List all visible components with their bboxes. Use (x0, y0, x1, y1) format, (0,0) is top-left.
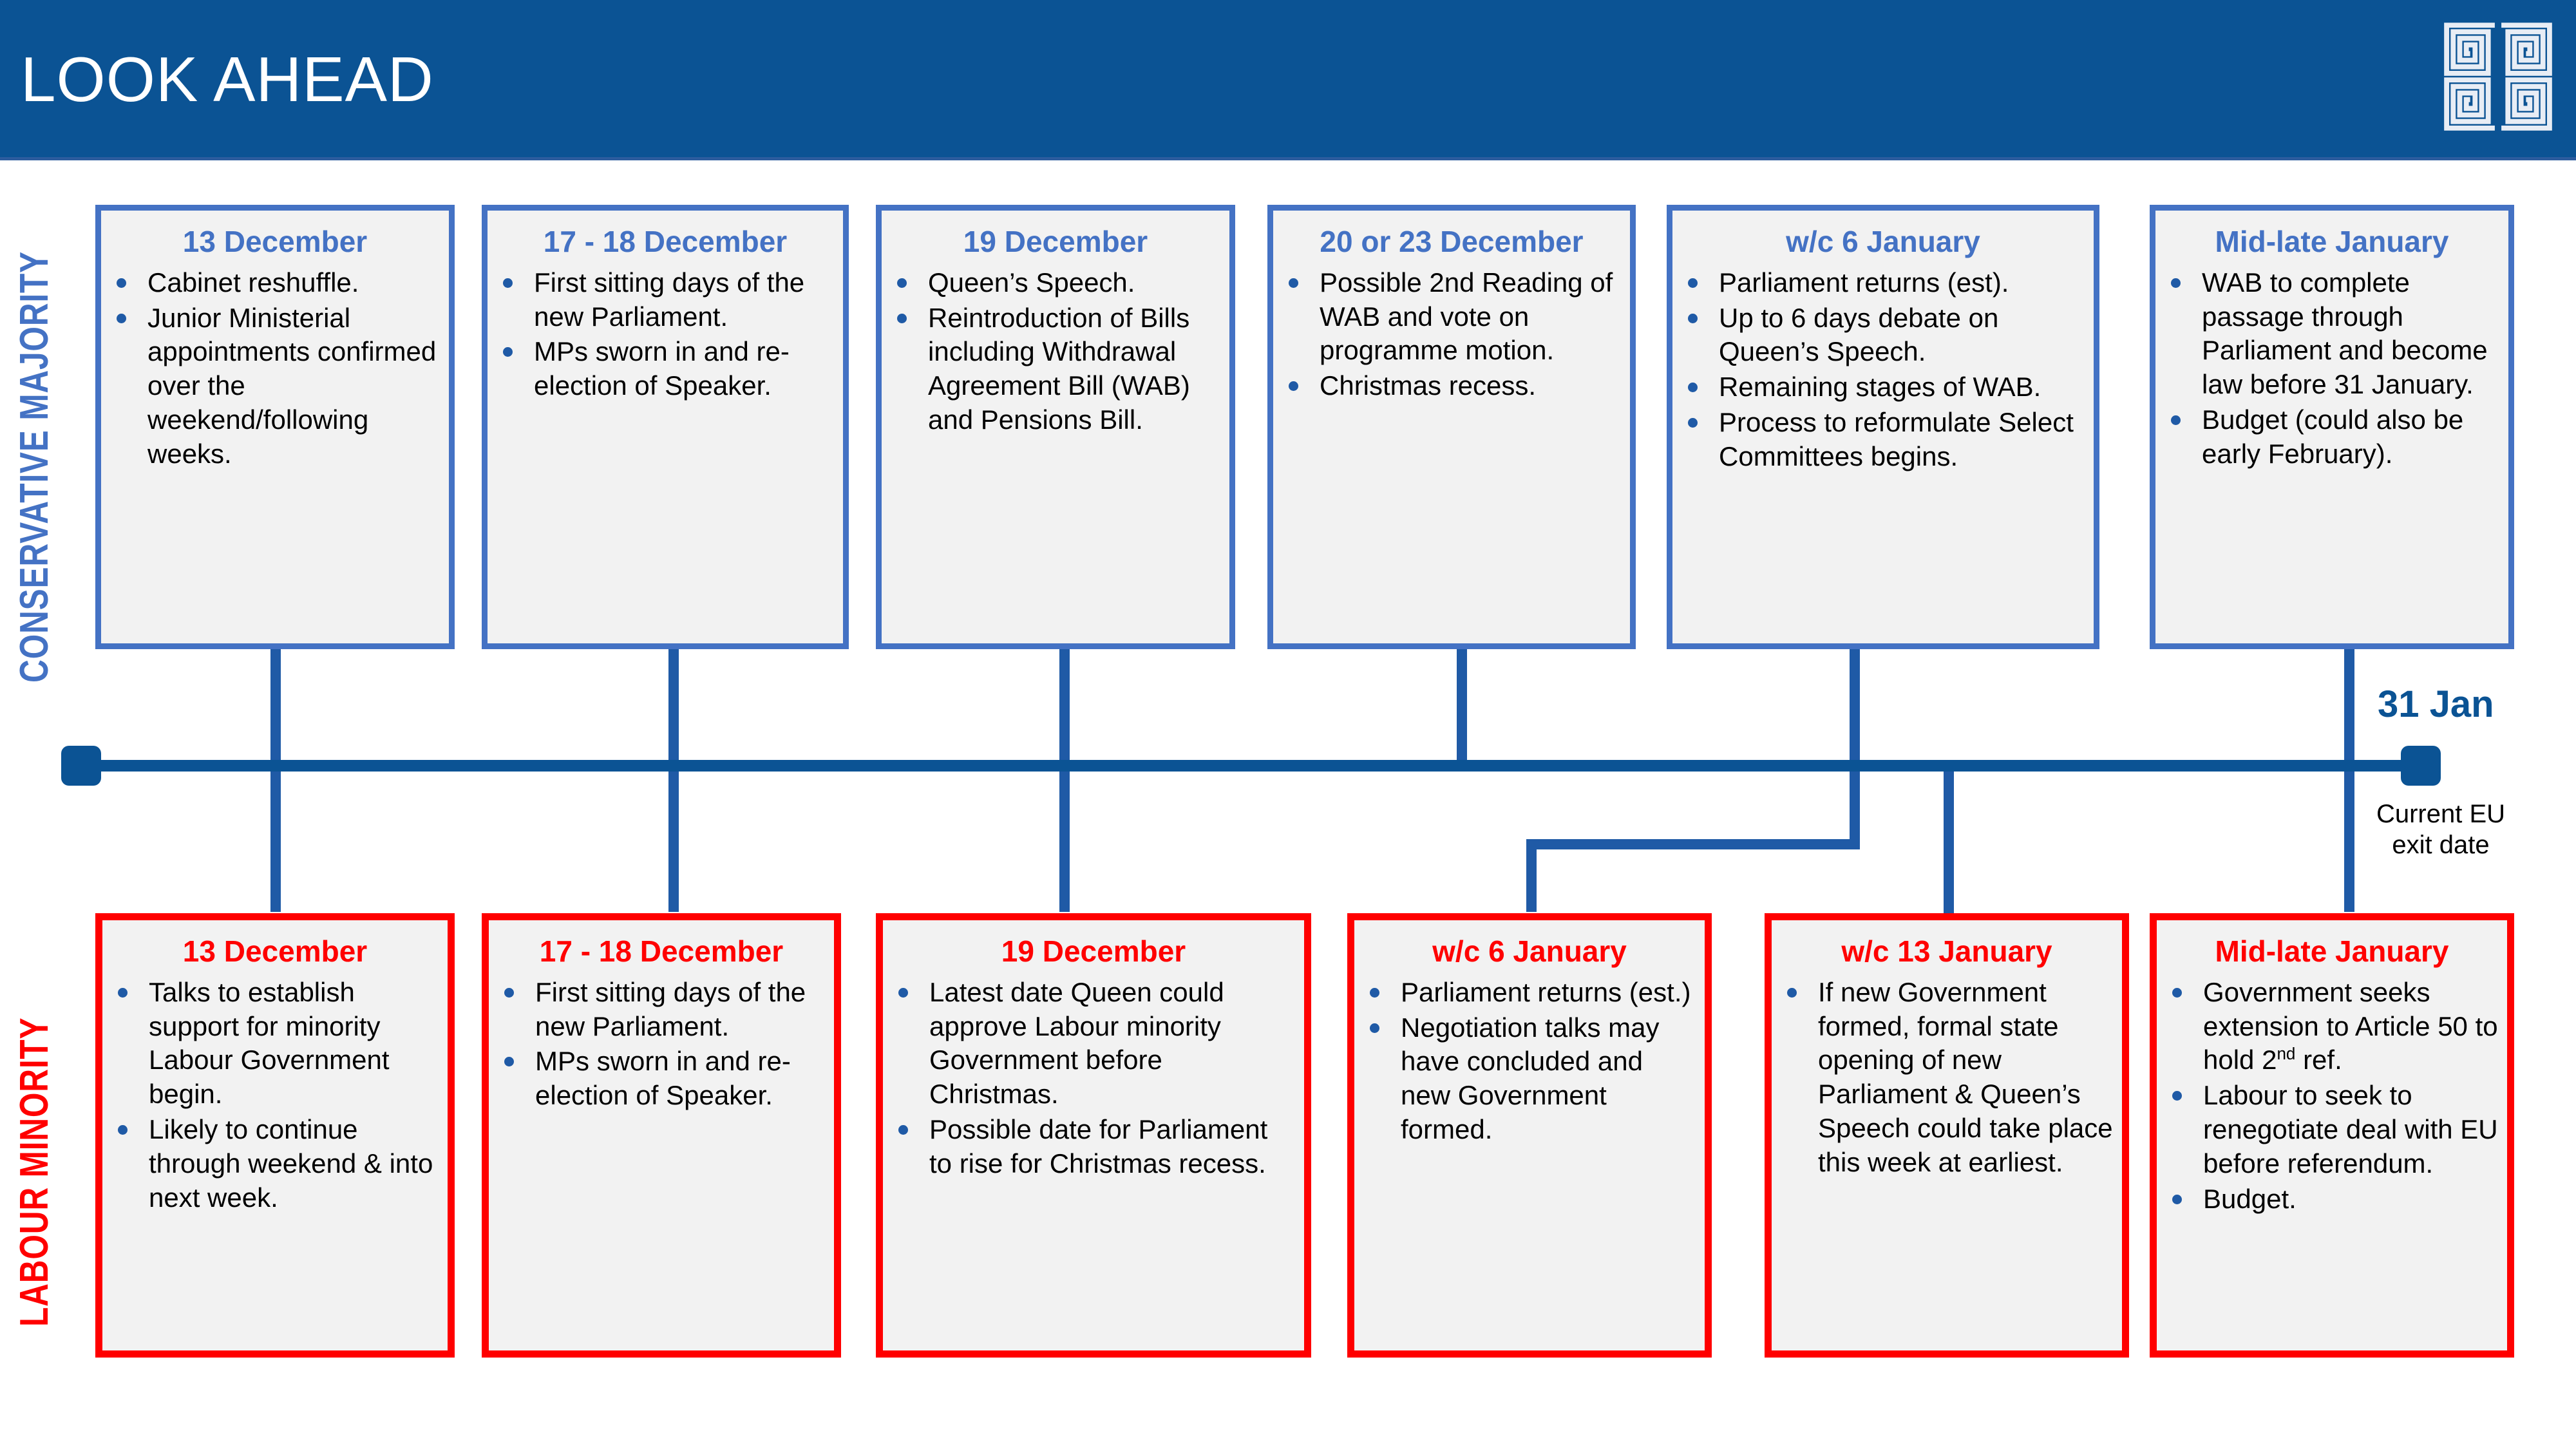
list-item: Up to 6 days debate on Queen’s Speech. (1681, 301, 2085, 370)
card-title: Mid-late January (2215, 934, 2449, 968)
track-label-conservative-majority: CONSERVATIVE MAJORITY (12, 251, 57, 683)
timeline-marker-sublabel: Current EU exit date (2344, 799, 2537, 860)
list-item: Latest date Queen could approve Labour m… (892, 976, 1295, 1112)
list-item: Queen’s Speech. (891, 266, 1220, 300)
list-item: Parliament returns (est). (1681, 266, 2085, 300)
card-bullet-list: Talks to establish support for minority … (108, 976, 442, 1215)
timeline-axis (61, 760, 2441, 772)
card-title: 13 December (182, 225, 368, 258)
list-item: First sitting days of the new Parliament… (498, 976, 825, 1044)
card-title: 19 December (1001, 934, 1186, 968)
timeline-card-top-2[interactable]: 17 - 18 December First sitting days of t… (482, 205, 849, 649)
card-bullet-list: Queen’s Speech. Reintroduction of Bills … (887, 266, 1224, 438)
list-item: Possible date for Parliament to rise for… (892, 1113, 1295, 1181)
timeline-card-top-5[interactable]: w/c 6 January Parliament returns (est). … (1667, 205, 2099, 649)
connector-top-3 (1059, 648, 1070, 765)
slide-header: LOOK AHEAD (0, 0, 2576, 158)
timeline-card-bottom-4[interactable]: w/c 6 January Parliament returns (est.) … (1347, 913, 1712, 1358)
timeline-card-bottom-5[interactable]: w/c 13 January If new Government formed,… (1765, 913, 2129, 1358)
card-title: w/c 6 January (1432, 934, 1627, 968)
list-item: Talks to establish support for minority … (111, 976, 439, 1112)
card-title: 17 - 18 December (539, 934, 784, 968)
list-item: Parliament returns (est.) (1363, 976, 1696, 1010)
connector-bottom-3 (1059, 766, 1070, 912)
card-bullet-list: Latest date Queen could approve Labour m… (888, 976, 1299, 1181)
connector-bottom-1 (270, 766, 281, 912)
list-item: Budget. (2166, 1182, 2498, 1217)
connector-top-5 (1850, 648, 1860, 765)
card-bullet-list: First sitting days of the new Parliament… (493, 266, 838, 404)
list-item: Possible 2nd Reading of WAB and vote on … (1282, 266, 1621, 368)
card-bullet-list: WAB to complete passage through Parliame… (2161, 266, 2503, 471)
card-bullet-list: Cabinet reshuffle. Junior Ministerial ap… (106, 266, 444, 471)
list-item: Negotiation talks may have concluded and… (1363, 1011, 1696, 1148)
card-title: w/c 13 January (1841, 934, 2052, 968)
list-item: Junior Ministerial appointments confirme… (110, 301, 440, 472)
card-title: w/c 6 January (1786, 225, 1980, 258)
track-label-labour-minority: LABOUR MINORITY (12, 1017, 57, 1327)
timeline-card-bottom-3[interactable]: 19 December Latest date Queen could appr… (876, 913, 1311, 1358)
card-title: Mid-late January (2215, 225, 2449, 258)
list-item: Government seeks extension to Article 50… (2166, 976, 2498, 1078)
timeline-card-top-4[interactable]: 20 or 23 December Possible 2nd Reading o… (1267, 205, 1636, 649)
timeline-card-top-3[interactable]: 19 December Queen’s Speech. Reintroducti… (876, 205, 1235, 649)
timeline-card-bottom-6[interactable]: Mid-late January Government seeks extens… (2150, 913, 2514, 1358)
timeline-card-top-6[interactable]: Mid-late January WAB to complete passage… (2150, 205, 2514, 649)
connector-bottom-4-horiz (1526, 839, 1860, 849)
card-bullet-list: Possible 2nd Reading of WAB and vote on … (1278, 266, 1625, 404)
card-title: 19 December (963, 225, 1148, 258)
list-item: MPs sworn in and re-election of Speaker. (498, 1045, 825, 1113)
list-item: Cabinet reshuffle. (110, 266, 440, 300)
list-item: Labour to seek to renegotiate deal with … (2166, 1079, 2498, 1181)
card-bullet-list: First sitting days of the new Parliament… (494, 976, 829, 1113)
timeline-card-bottom-1[interactable]: 13 December Talks to establish support f… (95, 913, 455, 1358)
connector-bottom-5 (1944, 766, 1954, 935)
connector-top-2 (668, 648, 679, 765)
greek-key-logo (2444, 23, 2552, 131)
connector-top-4 (1457, 648, 1467, 765)
list-item: First sitting days of the new Parliament… (497, 266, 834, 334)
list-item: Budget (could also be early February). (2164, 403, 2499, 471)
timeline-card-top-1[interactable]: 13 December Cabinet reshuffle. Junior Mi… (95, 205, 455, 649)
timeline-start-marker (61, 746, 101, 786)
list-item: Process to reformulate Select Committees… (1681, 406, 2085, 474)
card-title: 20 or 23 December (1320, 225, 1584, 258)
list-item: Christmas recess. (1282, 369, 1621, 403)
timeline-marker-label: 31 Jan (2378, 683, 2494, 725)
header-bottom-rule (0, 157, 2576, 160)
card-title: 17 - 18 December (543, 225, 788, 258)
list-item: Likely to continue through weekend & int… (111, 1113, 439, 1215)
connector-bottom-6 (2344, 766, 2354, 912)
connector-bottom-4-vert-upper (1850, 766, 1860, 849)
timeline-marker-sublabel-line1: Current EU (2376, 800, 2506, 828)
card-title: 13 December (182, 934, 368, 968)
timeline-marker-sublabel-line2: exit date (2392, 831, 2490, 859)
list-item: Reintroduction of Bills including Withdr… (891, 301, 1220, 438)
connector-bottom-2 (668, 766, 679, 912)
list-item: WAB to complete passage through Parliame… (2164, 266, 2499, 402)
connector-top-1 (270, 648, 281, 765)
timeline-end-marker (2401, 746, 2441, 786)
card-bullet-list: If new Government formed, formal state o… (1777, 976, 2117, 1180)
list-item: If new Government formed, formal state o… (1781, 976, 2113, 1180)
card-bullet-list: Parliament returns (est). Up to 6 days d… (1678, 266, 2088, 474)
list-item: Remaining stages of WAB. (1681, 370, 2085, 404)
card-bullet-list: Government seeks extension to Article 50… (2162, 976, 2502, 1217)
connector-top-6 (2344, 648, 2354, 765)
list-item: MPs sworn in and re-election of Speaker. (497, 335, 834, 403)
timeline-card-bottom-2[interactable]: 17 - 18 December First sitting days of t… (482, 913, 841, 1358)
card-bullet-list: Parliament returns (est.) Negotiation ta… (1359, 976, 1700, 1148)
connector-bottom-4-vert-lower (1526, 839, 1537, 912)
page-title: LOOK AHEAD (21, 44, 434, 115)
